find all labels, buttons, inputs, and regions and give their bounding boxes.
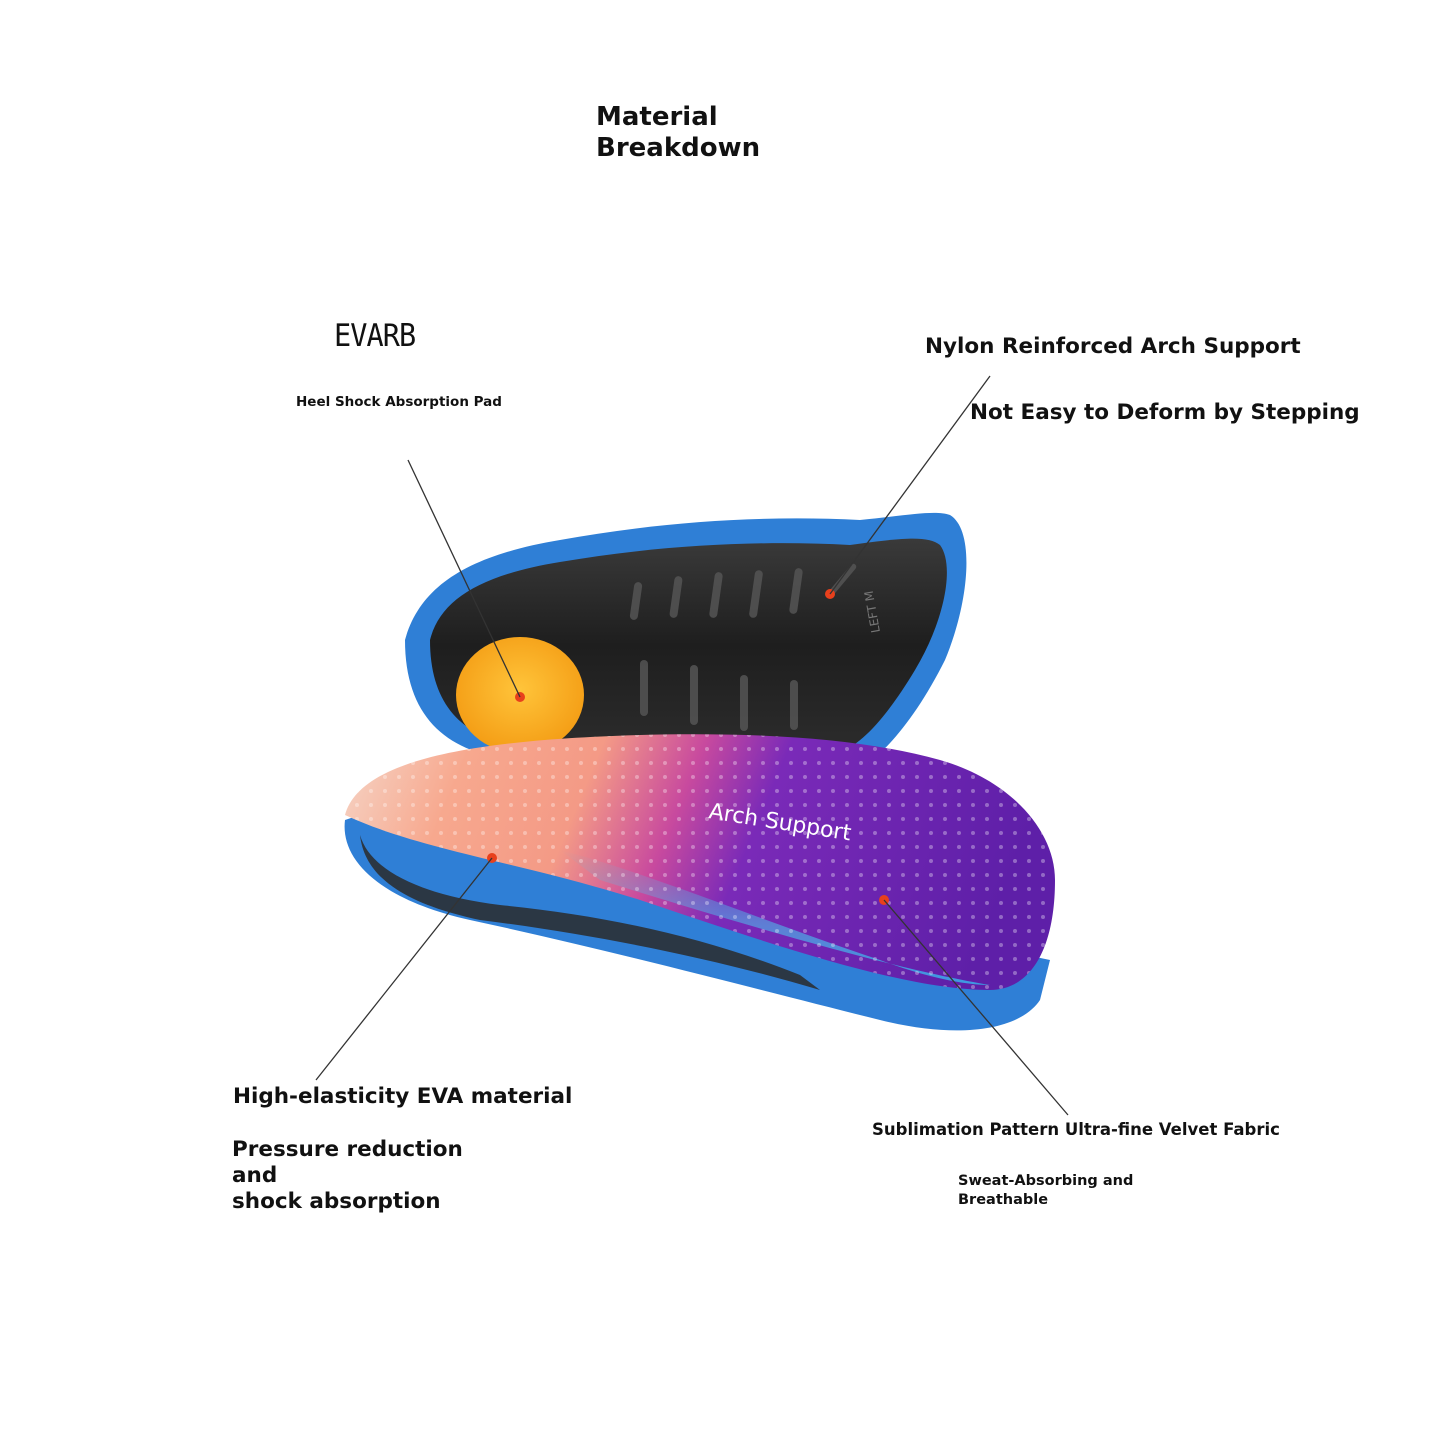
nylon-arch-label: Nylon Reinforced Arch Support	[925, 334, 1301, 359]
velvet-fabric-sublabel: Sweat-Absorbing and Breathable	[958, 1172, 1158, 1210]
front-insole-base	[360, 835, 820, 990]
page-title-line-1: Material	[596, 102, 718, 132]
fabric-dot-pattern	[345, 734, 1055, 990]
page-title: Material Breakdown	[596, 102, 856, 164]
brand-name: EVARB	[334, 318, 416, 354]
nylon-arch-sublabel: Not Easy to Deform by Stepping	[970, 400, 1360, 425]
shell-ribs	[629, 563, 857, 731]
leader-lines	[315, 375, 1069, 1116]
front-insole-foam	[344, 815, 1050, 1031]
fabric-sublabel-line-1: Sweat-Absorbing and	[958, 1173, 1134, 1189]
heel-pad-label: Heel Shock Absorption Pad	[296, 394, 502, 410]
eva-material-label: High-elasticity EVA material	[233, 1084, 573, 1109]
velvet-fabric-label: Sublimation Pattern Ultra-fine Velvet Fa…	[872, 1120, 1280, 1139]
eva-sublabel-line-2: shock absorption	[232, 1189, 441, 1214]
eva-material-sublabel: Pressure reduction and shock absorption	[232, 1137, 512, 1215]
page-title-line-2: Breakdown	[596, 133, 761, 163]
fabric-sublabel-line-2: Breathable	[958, 1192, 1049, 1208]
eva-sublabel-line-1: Pressure reduction and	[232, 1137, 463, 1188]
